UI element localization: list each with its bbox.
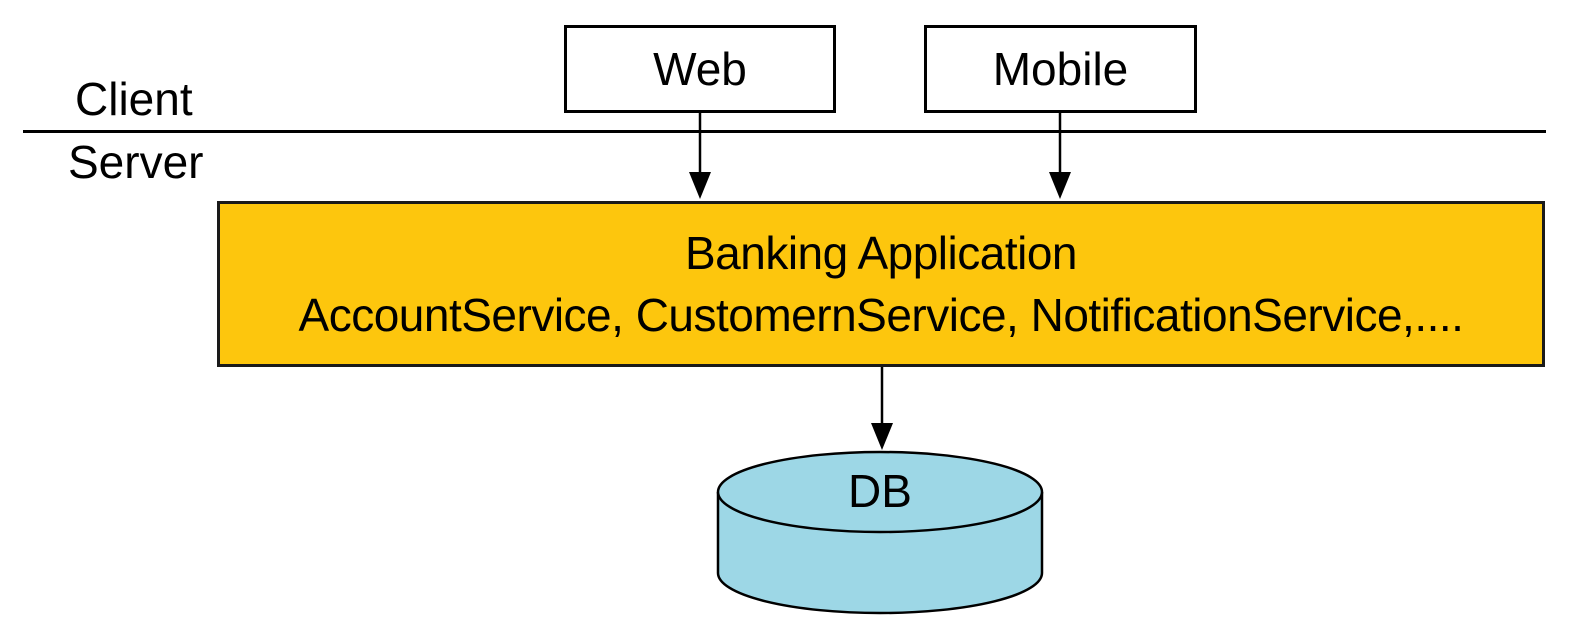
banking-application-title: Banking Application <box>684 227 1078 279</box>
banking-application-node: Banking Application AccountService, Cust… <box>217 201 1545 367</box>
web-to-app-arrowhead <box>689 172 711 199</box>
web-client-label: Web <box>653 43 747 95</box>
database-label: DB <box>848 465 912 517</box>
app-to-db-arrowhead <box>871 423 893 450</box>
web-client-node: Web <box>564 25 836 113</box>
client-tier-label: Client <box>75 73 193 125</box>
mobile-to-app-arrowhead <box>1049 172 1071 199</box>
database-cylinder-top <box>716 450 1044 534</box>
database-cylinder-body <box>716 492 1044 615</box>
banking-application-services-list: AccountService, CustomernService, Notifi… <box>298 289 1464 341</box>
mobile-client-node: Mobile <box>924 25 1197 113</box>
mobile-client-label: Mobile <box>992 43 1129 95</box>
server-tier-label: Server <box>68 136 204 188</box>
client-server-divider-line <box>23 130 1546 133</box>
